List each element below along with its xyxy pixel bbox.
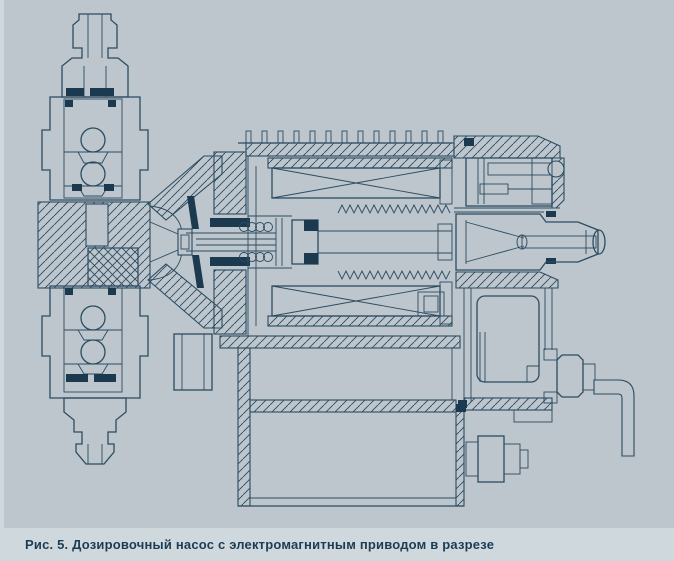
terminal-box <box>458 288 553 423</box>
bottom-fitting <box>63 397 127 465</box>
bracket <box>147 151 250 391</box>
solenoid-fins <box>238 130 455 157</box>
solenoid-coil-upper <box>247 156 453 336</box>
electrical-connector <box>455 211 606 289</box>
drawing-panel <box>4 0 674 528</box>
diaphragm <box>149 196 276 288</box>
power-cable <box>593 379 635 457</box>
solenoid-coil-lower <box>219 269 461 349</box>
figure-caption: Рис. 5. Дозировочный насос с электромагн… <box>25 537 495 552</box>
plunger <box>291 219 453 265</box>
plunger-spring <box>239 218 283 266</box>
pump-cross-section-drawing <box>37 13 635 507</box>
base-housing <box>237 347 466 507</box>
cable-gland <box>543 348 596 404</box>
base-connector <box>465 435 529 483</box>
suction-valve-assembly <box>41 285 149 399</box>
discharge-valve-assembly <box>41 13 149 201</box>
caption-bar: Рис. 5. Дозировочный насос с электромагн… <box>0 528 674 561</box>
end-cap <box>453 135 565 213</box>
pump-head-body <box>37 201 151 289</box>
